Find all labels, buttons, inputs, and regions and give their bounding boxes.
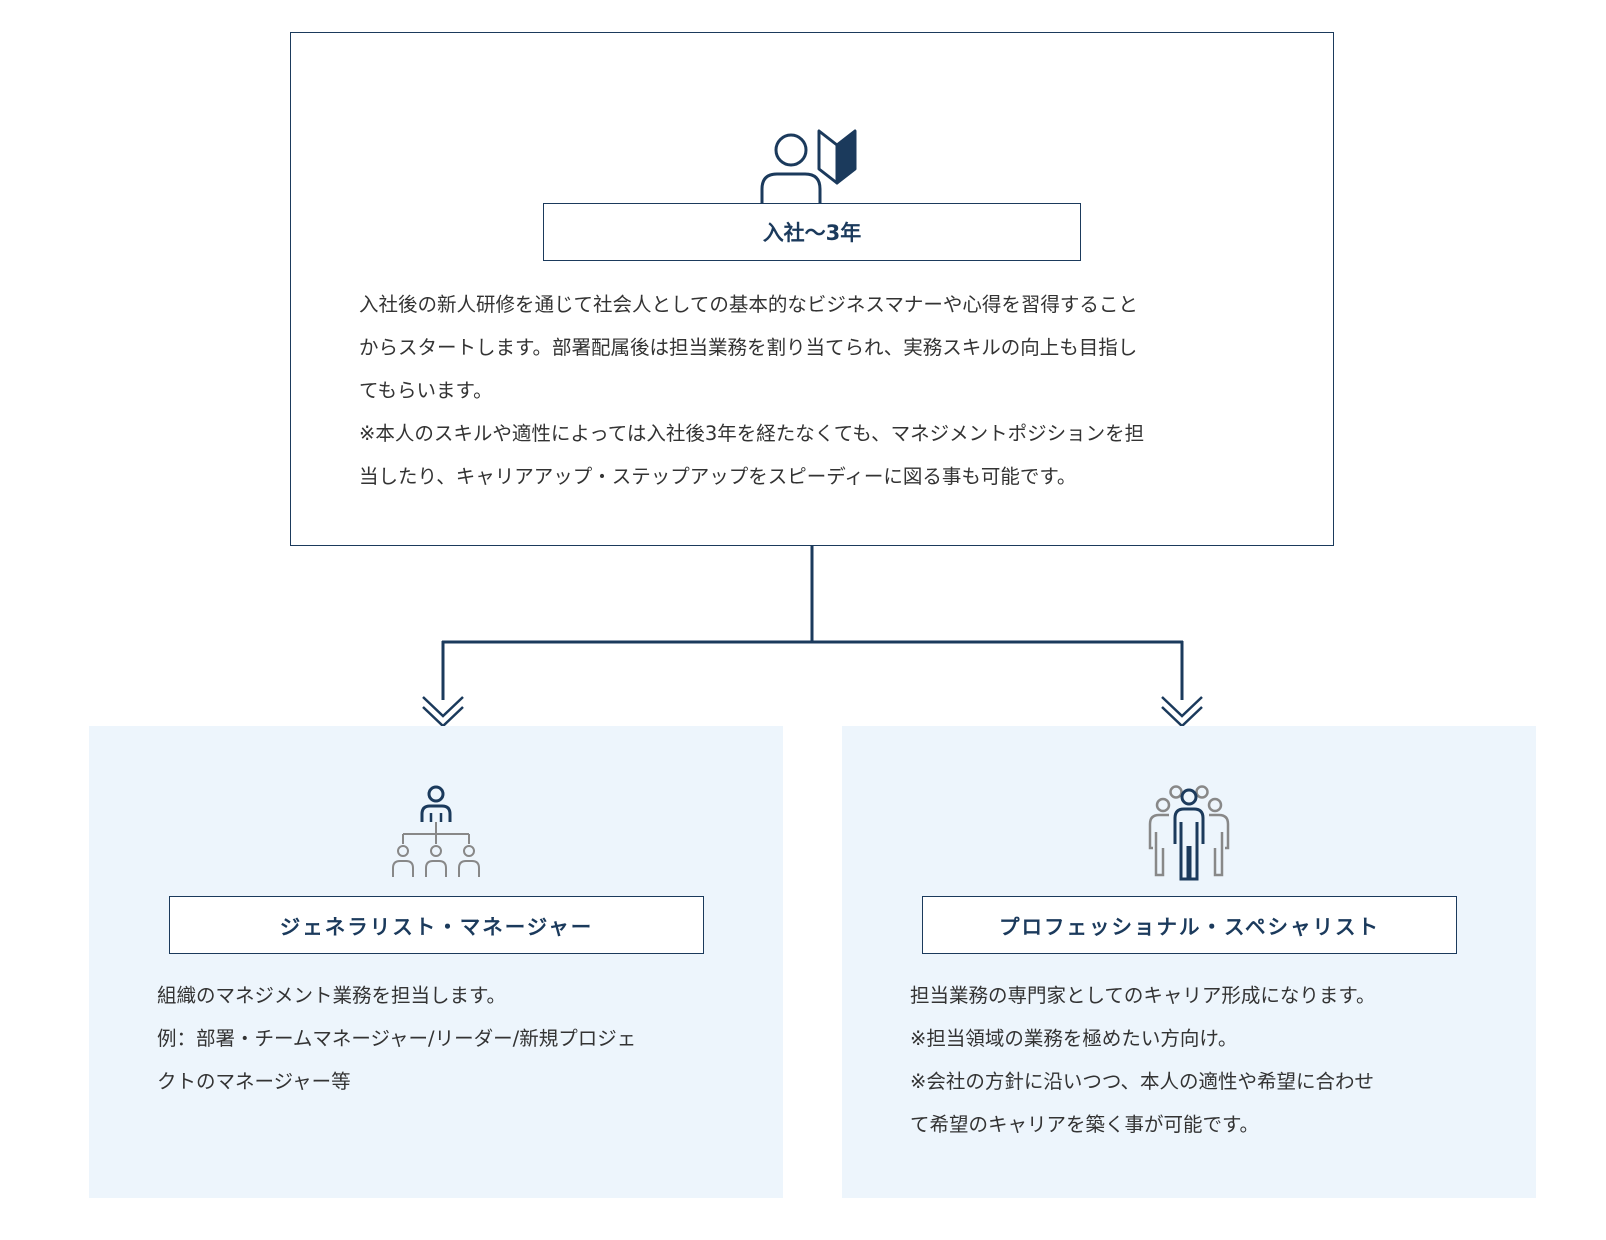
description-line: ※会社の方針に沿いつつ、本人の適性や希望に合わせ (910, 1070, 1375, 1093)
path-description: 担当業務の専門家としてのキャリア形成になります。 ※担当領域の業務を極めたい方向… (910, 974, 1500, 1146)
description-line: て希望のキャリアを築く事が可能です。 (910, 1113, 1260, 1136)
stage-label: 入社〜3年 (543, 203, 1081, 261)
description-line: 担当業務の専門家としてのキャリア形成になります。 (910, 984, 1376, 1007)
right-double-chevron-icon (1161, 696, 1203, 728)
description-line: からスタートします。部署配属後は担当業務を割り当てられ、実務スキルの向上も目指し (359, 336, 1138, 359)
description-line: 入社後の新人研修を通じて社会人としての基本的なビジネスマナーや心得を習得すること (359, 293, 1138, 316)
description-line: ※本人のスキルや適性によっては入社後3年を経たなくても、マネジメントポジションを… (359, 422, 1145, 445)
path-label: ジェネラリスト・マネージャー (169, 896, 704, 954)
path-label: プロフェッショナル・スペシャリスト (922, 896, 1457, 954)
beginner-person-icon (755, 89, 867, 207)
specialist-group-icon (1139, 782, 1239, 882)
description-line: ※担当領域の業務を極めたい方向け。 (910, 1027, 1238, 1050)
description-line: てもらいます。 (359, 379, 493, 402)
stage-card-first-three-years: 入社〜3年 入社後の新人研修を通じて社会人としての基本的なビジネスマナーや心得を… (290, 32, 1334, 546)
left-double-chevron-icon (422, 696, 464, 728)
stage-description: 入社後の新人研修を通じて社会人としての基本的なビジネスマナーや心得を習得すること… (359, 283, 1289, 498)
path-card-specialist: プロフェッショナル・スペシャリスト 担当業務の専門家としてのキャリア形成になりま… (842, 726, 1536, 1198)
description-line: クトのマネージャー等 (157, 1070, 351, 1093)
description-line: 組織のマネジメント業務を担当します。 (157, 984, 507, 1007)
description-line: 例：部署・チームマネージャー/リーダー/新規プロジェ (157, 1027, 637, 1050)
path-card-generalist: ジェネラリスト・マネージャー 組織のマネジメント業務を担当します。 例：部署・チ… (89, 726, 783, 1198)
description-line: 当したり、キャリアアップ・ステップアップをスピーディーに図る事も可能です。 (359, 465, 1077, 488)
org-chart-icon (386, 782, 486, 882)
path-description: 組織のマネジメント業務を担当します。 例：部署・チームマネージャー/リーダー/新… (157, 974, 747, 1103)
